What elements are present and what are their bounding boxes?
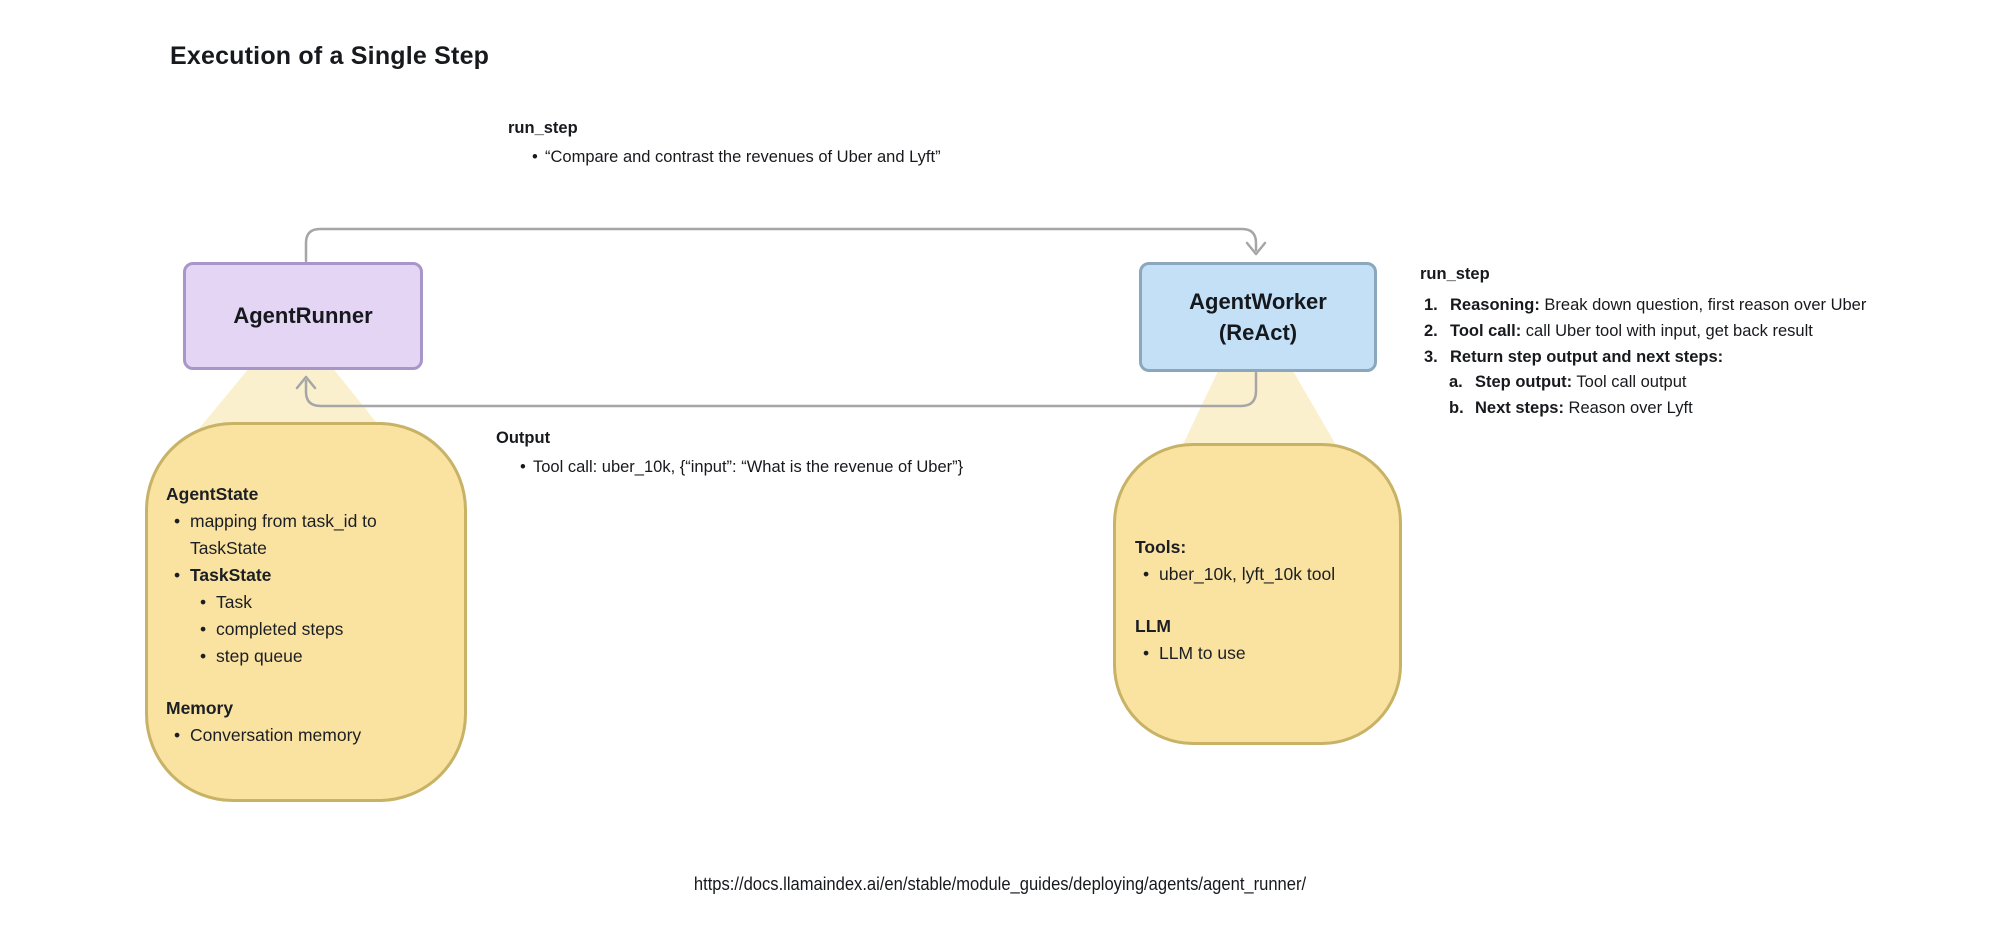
top-note-heading: run_step bbox=[508, 119, 578, 137]
item-number: 1. bbox=[1424, 296, 1438, 314]
bullet-dot: • bbox=[520, 458, 526, 476]
worker-note-item-3a: a. Step output: Tool call output bbox=[1449, 370, 1866, 396]
llm-heading: LLM bbox=[1135, 616, 1171, 636]
top-run-step-note: run_step • “Compare and contrast the rev… bbox=[508, 118, 941, 170]
worker-note-item-3: 3. Return step output and next steps: bbox=[1424, 345, 1866, 371]
worker-note-item-1: 1. Reasoning: Break down question, first… bbox=[1424, 293, 1866, 319]
item-text: Next steps: Reason over Lyft bbox=[1475, 399, 1693, 418]
beam-right bbox=[1177, 371, 1343, 457]
item-number: 2. bbox=[1424, 321, 1438, 340]
agent-runner-label: AgentRunner bbox=[233, 303, 373, 328]
agent-state-heading: AgentState bbox=[166, 484, 259, 504]
top-note-bullet-item: • “Compare and contrast the revenues of … bbox=[532, 144, 941, 170]
bullet-dot: • bbox=[532, 148, 538, 166]
beam-left bbox=[192, 367, 388, 437]
item-letter: a. bbox=[1449, 373, 1463, 392]
bullet-dot: • bbox=[1143, 643, 1150, 663]
list-item: • Conversation memory bbox=[174, 722, 452, 749]
node-agent-worker: AgentWorker (ReAct) bbox=[1139, 262, 1377, 372]
item-text: Step output: Tool call output bbox=[1475, 373, 1687, 392]
item-number: 3. bbox=[1424, 347, 1438, 366]
bullet-dot: • bbox=[174, 511, 181, 531]
list-item: • uber_10k, lyft_10k tool bbox=[1143, 561, 1389, 588]
output-note-bullet-item: • Tool call: uber_10k, {“input”: “What i… bbox=[520, 454, 963, 480]
item-text: Reasoning: Break down question, first re… bbox=[1450, 296, 1867, 314]
list-item: • completed steps bbox=[200, 616, 452, 643]
tools-heading: Tools: bbox=[1135, 537, 1187, 557]
arrowhead-up-icon bbox=[295, 375, 317, 390]
node-agent-runner: AgentRunner bbox=[183, 262, 423, 370]
item-text: Tool call: call Uber tool with input, ge… bbox=[1450, 321, 1813, 340]
list-item: • Task bbox=[200, 589, 452, 616]
page-title: Execution of a Single Step bbox=[170, 42, 490, 70]
tools-llm-blob: Tools: • uber_10k, lyft_10k tool LLM • L… bbox=[1113, 443, 1402, 745]
item-text: Return step output and next steps: bbox=[1450, 347, 1724, 366]
top-note-bullet-text: “Compare and contrast the revenues of Ub… bbox=[545, 148, 941, 166]
agent-worker-label-line2: (ReAct) bbox=[1218, 320, 1298, 345]
list-item: • step queue bbox=[200, 643, 452, 670]
output-note: Output • Tool call: uber_10k, {“input”: … bbox=[496, 428, 963, 480]
list-item: • TaskState bbox=[174, 562, 452, 589]
bullet-dot: • bbox=[1143, 564, 1150, 584]
worker-note-item-2: 2. Tool call: call Uber tool with input,… bbox=[1424, 319, 1866, 345]
flow-arrow-return bbox=[304, 371, 1258, 408]
agent-worker-label-line1: AgentWorker bbox=[1189, 289, 1327, 314]
output-note-bullet-text: Tool call: uber_10k, {“input”: “What is … bbox=[533, 458, 964, 476]
list-item: • LLM to use bbox=[1143, 640, 1389, 667]
agent-state-blob: AgentState • mapping from task_id to Tas… bbox=[145, 422, 467, 802]
bullet-dot: • bbox=[174, 565, 181, 585]
memory-heading: Memory bbox=[166, 698, 234, 718]
list-item: • mapping from task_id to TaskState bbox=[174, 508, 452, 562]
worker-run-step-note: run_step 1. Reasoning: Break down questi… bbox=[1420, 264, 1866, 422]
bullet-dot: • bbox=[174, 725, 181, 745]
flow-arrow-top bbox=[304, 227, 1258, 263]
arrowhead-down-icon bbox=[1245, 241, 1267, 256]
source-url: https://docs.llamaindex.ai/en/stable/mod… bbox=[693, 874, 1307, 894]
bullet-dot: • bbox=[200, 646, 207, 666]
bullet-dot: • bbox=[200, 619, 207, 639]
output-note-heading: Output bbox=[496, 429, 551, 447]
bullet-dot: • bbox=[200, 592, 207, 612]
item-letter: b. bbox=[1449, 399, 1464, 418]
worker-note-heading: run_step bbox=[1420, 265, 1490, 283]
worker-note-item-3b: b. Next steps: Reason over Lyft bbox=[1449, 396, 1866, 422]
